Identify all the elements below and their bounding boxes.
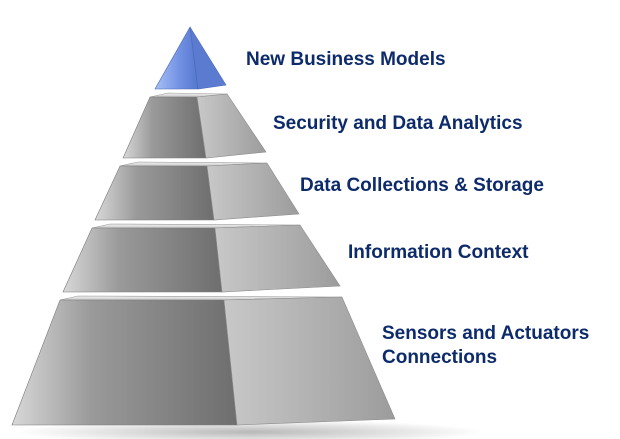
tier-label-4: Information Context (348, 241, 529, 265)
tier-1-tip-side-face (189, 26, 227, 90)
tier-label-3-line-1: Data Collections & Storage (300, 175, 544, 196)
tier-label-5: Sensors and Actuators Connections (382, 322, 589, 370)
tier-label-2-line-1: Security and Data Analytics (273, 113, 523, 134)
tier-5-side-face (223, 296, 396, 426)
tier-3-front-face (94, 165, 215, 221)
tier-2-front-face (122, 96, 207, 159)
tier-4-front-face (62, 227, 223, 293)
tier-label-3: Data Collections & Storage (300, 174, 544, 198)
pyramid-tiers (11, 26, 396, 426)
tier-4-side-face (214, 224, 341, 293)
tier-label-2: Security and Data Analytics (273, 112, 523, 136)
tier-5-front-face (11, 299, 238, 426)
tier-label-5-line-2: Connections (382, 347, 498, 368)
tier-label-1-line-1: New Business Models (246, 49, 446, 70)
tier-3-side-face (206, 162, 300, 221)
tier-label-4-line-1: Information Context (348, 242, 529, 263)
tier-label-1: New Business Models (246, 48, 446, 72)
tier-label-5-line-1: Sensors and Actuators (382, 323, 590, 344)
tier-2-side-face (196, 93, 267, 159)
